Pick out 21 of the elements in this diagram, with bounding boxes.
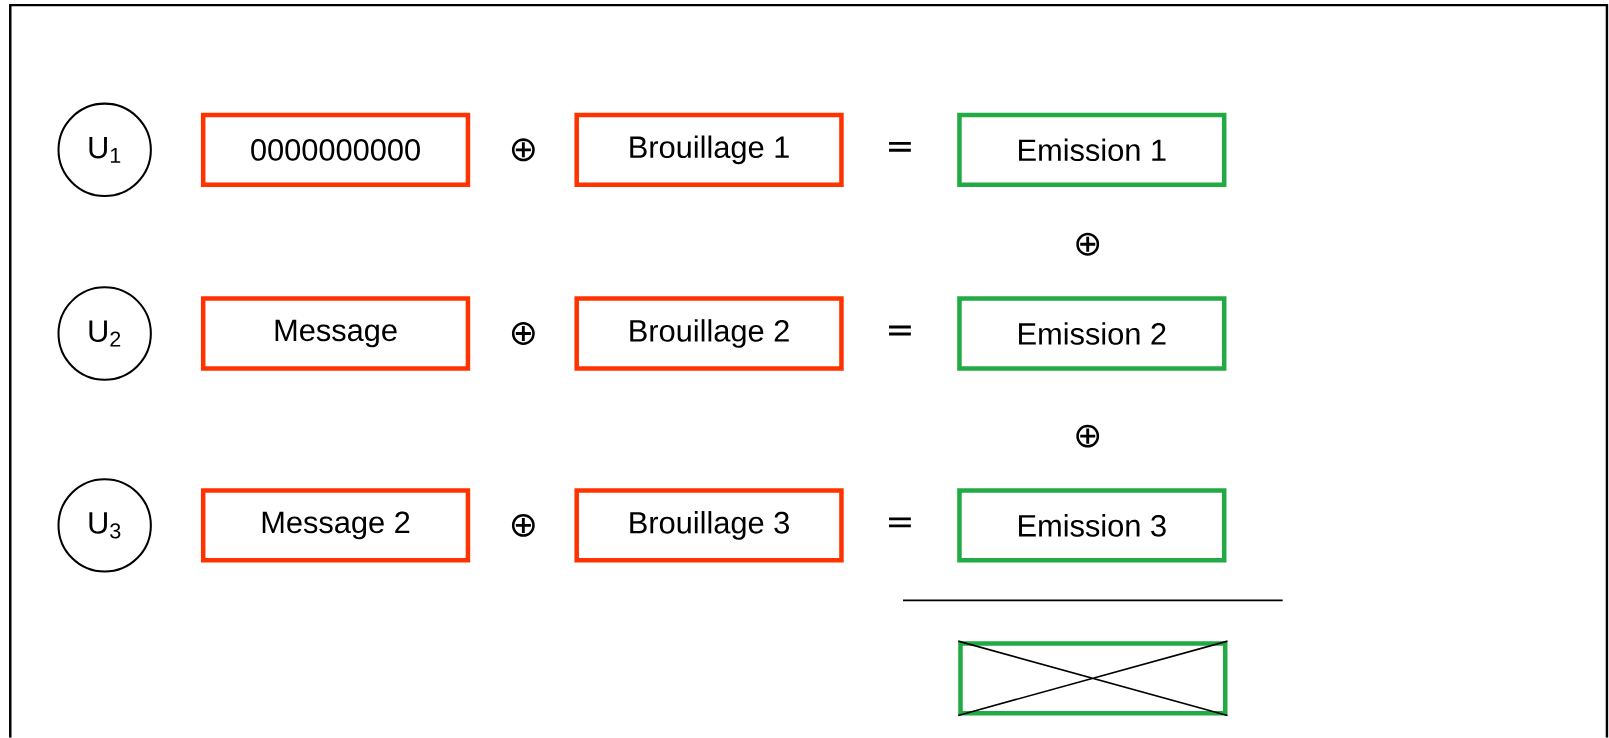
text-box: Emission 3 <box>957 488 1227 563</box>
circle-node: U$_{1}$ <box>57 102 152 198</box>
operator-symbol: = <box>889 325 911 336</box>
operator-symbol: ⊕ <box>1076 232 1100 256</box>
operator-symbol: ⊕ <box>1076 424 1100 448</box>
text-box: Message <box>200 296 471 371</box>
text-box: Brouillage 2 <box>574 296 844 371</box>
circle-node: U$_{2}$ <box>57 286 152 381</box>
text-box: Message 2 <box>200 488 471 563</box>
crossed-box <box>957 640 1229 717</box>
operator-symbol: = <box>889 142 911 152</box>
circle-node: U$_{3}$ <box>57 478 152 573</box>
operator-symbol: = <box>889 517 911 528</box>
text-box: Brouillage 1 <box>574 112 844 188</box>
operator-symbol: ⊕ <box>511 138 535 162</box>
operator-symbol: ⊕ <box>511 322 535 346</box>
text-box: Emission 2 <box>957 296 1227 371</box>
text-box: Brouillage 3 <box>574 488 844 563</box>
text-box: Emission 1 <box>957 112 1227 188</box>
operator-symbol: ⊕ <box>511 514 535 537</box>
text-box: 0000000000 <box>200 112 471 188</box>
